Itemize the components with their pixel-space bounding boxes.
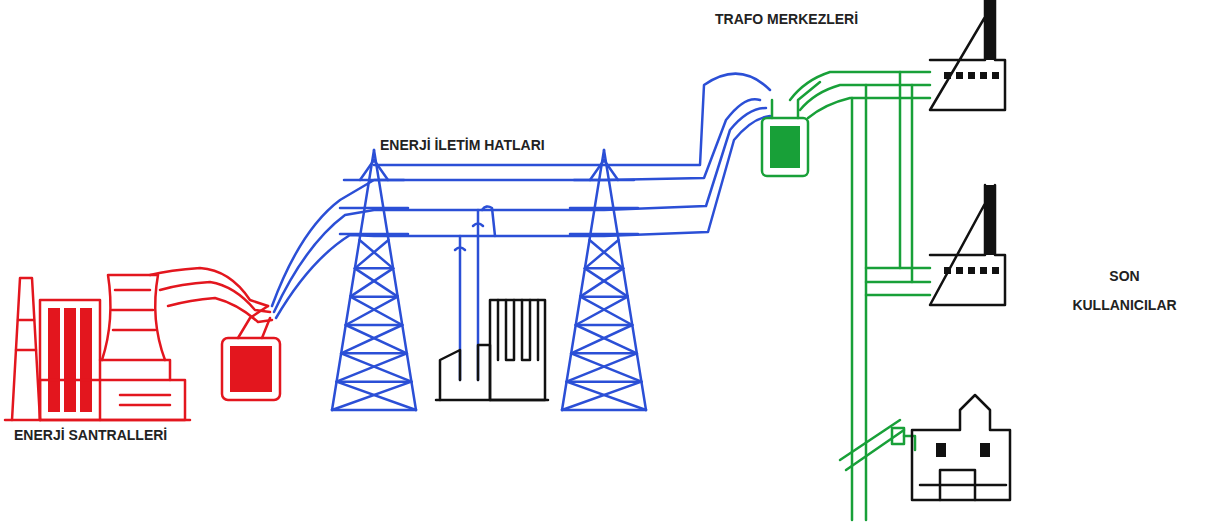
section-label: TRAFO MERKEZLERİ <box>715 6 858 33</box>
end-users <box>912 0 1010 500</box>
industrial-consumer <box>436 300 548 400</box>
tower-strut <box>340 207 408 210</box>
section-label: ENERJİ İLETİM HATLARI <box>380 132 545 159</box>
tower-strut <box>355 240 389 268</box>
tower-strut <box>570 207 638 210</box>
tower-strut <box>574 179 634 182</box>
tower-strut <box>562 409 646 412</box>
tower-strut <box>562 150 604 410</box>
tower-strut <box>346 325 407 353</box>
tower-strut <box>350 295 397 298</box>
tower-strut <box>567 353 637 381</box>
tower-strut <box>340 233 408 236</box>
tower-strut <box>589 240 623 268</box>
tower-strut <box>337 382 416 410</box>
tower-strut <box>576 297 628 325</box>
power-plant <box>5 268 280 420</box>
tower-strut <box>337 353 407 381</box>
tower-strut <box>571 353 641 381</box>
tower-strut <box>360 160 374 180</box>
tower-strut <box>332 150 374 410</box>
tower-strut <box>337 380 412 383</box>
tower-strut <box>570 233 638 236</box>
tower-strut <box>341 353 411 381</box>
tower-strut <box>374 160 388 180</box>
tower-strut <box>562 382 641 410</box>
tower-strut <box>374 150 416 410</box>
section-label: SON KULLANICILAR <box>1062 262 1187 321</box>
tower-strut <box>571 352 637 355</box>
tower-strut <box>359 240 393 268</box>
tower-strut <box>585 268 628 296</box>
tower-strut <box>585 267 623 270</box>
tower-strut <box>341 325 402 353</box>
section-label: ENERJİ SANTRALLERİ <box>14 422 167 449</box>
tower-strut <box>344 179 404 182</box>
tower-strut <box>346 297 398 325</box>
tower-strut <box>332 409 416 412</box>
tower-strut <box>580 295 627 298</box>
tower-strut <box>355 267 393 270</box>
tower-strut <box>341 352 407 355</box>
lattice-towers <box>332 150 646 410</box>
tower-strut <box>355 268 398 296</box>
building-details <box>936 0 999 457</box>
tower-strut <box>350 297 402 325</box>
tower-strut <box>567 382 646 410</box>
tower-strut <box>332 382 411 410</box>
tower-strut <box>576 325 637 353</box>
tower-strut <box>571 325 632 353</box>
tower-strut <box>576 324 633 327</box>
tower-strut <box>604 150 646 410</box>
tower-strut <box>580 268 623 296</box>
tower-strut <box>585 240 619 268</box>
tower-strut <box>346 324 403 327</box>
tower-strut <box>590 160 604 180</box>
substation-distribution <box>762 72 930 520</box>
tower-strut <box>604 160 618 180</box>
tower-strut <box>350 268 393 296</box>
transmission-lines <box>272 74 770 380</box>
tower-strut <box>580 297 632 325</box>
tower-strut <box>567 380 642 383</box>
